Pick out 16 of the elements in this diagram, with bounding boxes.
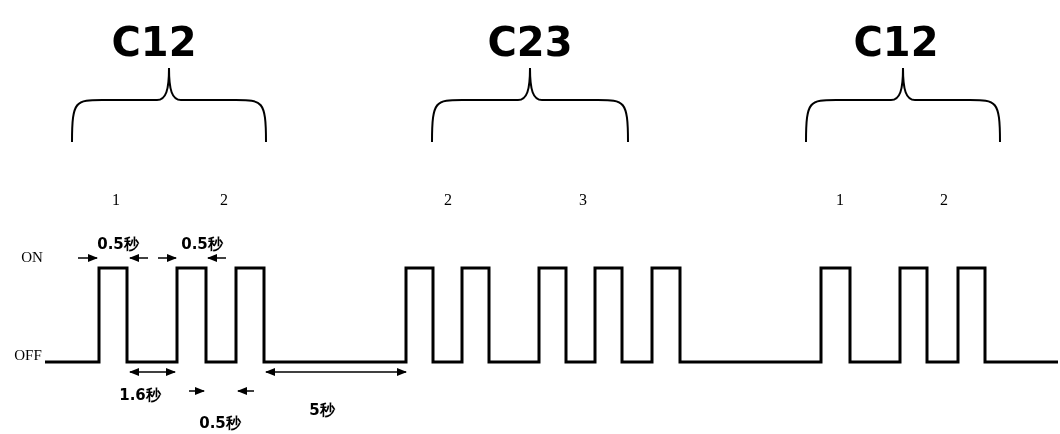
channel-number: 2 — [940, 192, 948, 208]
cycle-label: C12 — [853, 22, 939, 62]
channel-number: 1 — [836, 192, 844, 208]
channel-number: 1 — [112, 192, 120, 208]
channel-number: 2 — [220, 192, 228, 208]
duration-label: 0.5秒 — [97, 236, 139, 252]
duration-label: 0.5秒 — [199, 415, 241, 431]
cycle-label: C12 — [111, 22, 197, 62]
channel-number: 3 — [579, 192, 587, 208]
duration-label: 1.6秒 — [119, 387, 161, 403]
level-label: OFF — [14, 347, 42, 363]
level-label: ON — [21, 249, 43, 265]
channel-number: 2 — [444, 192, 452, 208]
duration-label: 0.5秒 — [181, 236, 223, 252]
cycle-label: C23 — [487, 22, 573, 62]
duration-label: 5秒 — [309, 402, 335, 418]
